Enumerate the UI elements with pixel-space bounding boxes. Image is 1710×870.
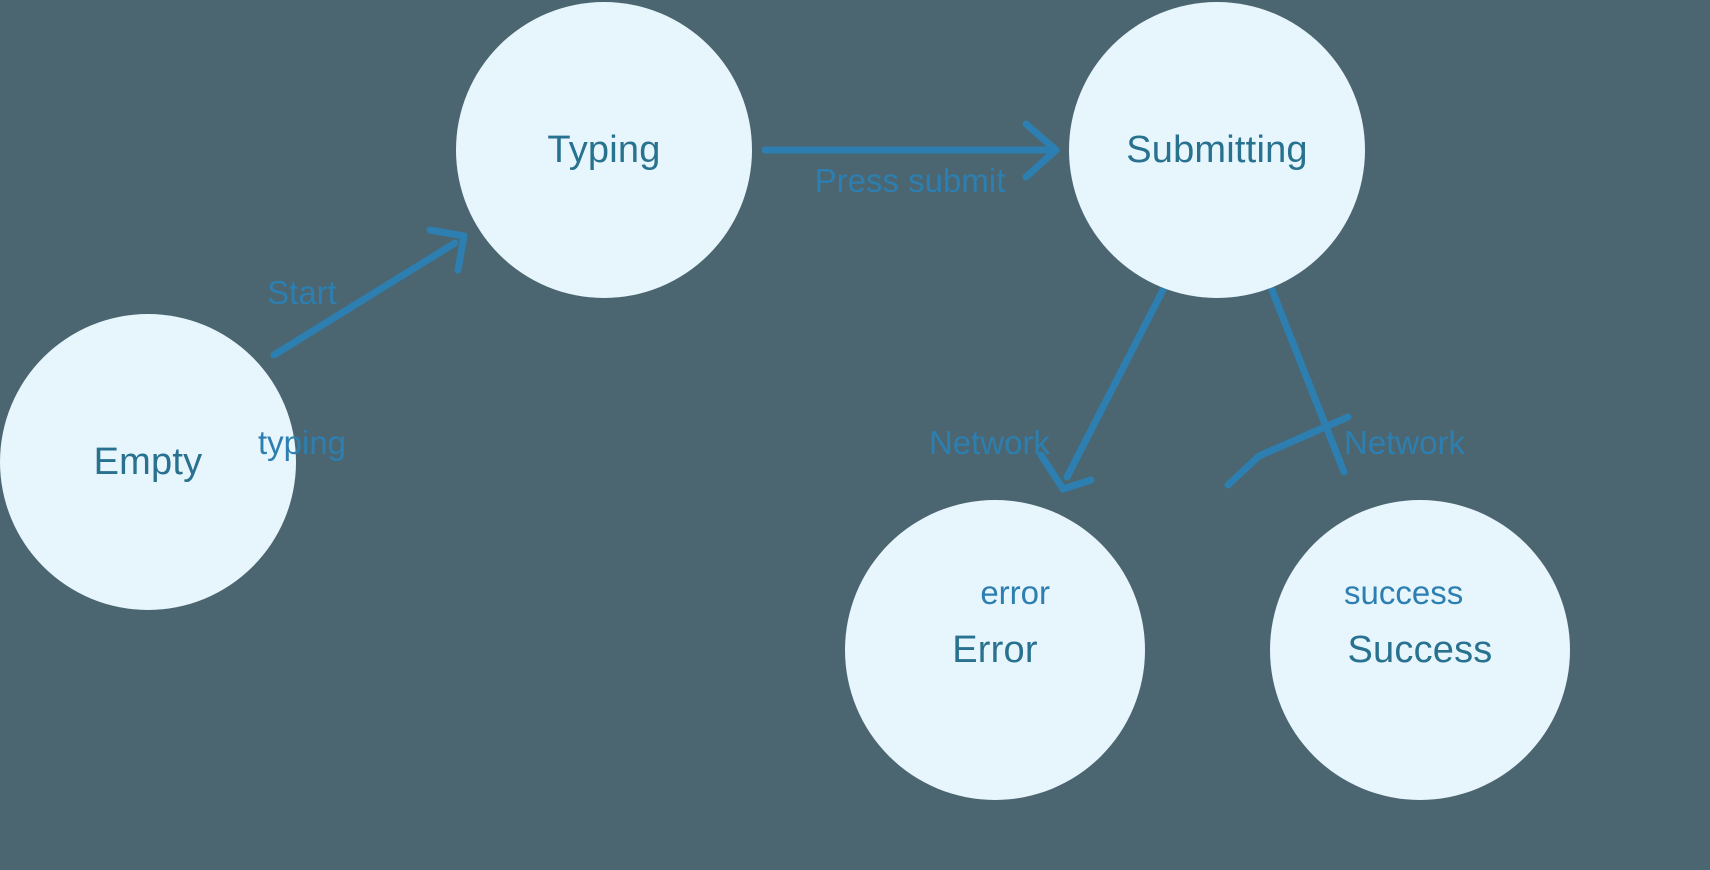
edge-label-empty-to-typing: Start typing [232,168,372,568]
state-node-submitting[interactable]: Submitting [1069,2,1365,298]
edge-line-submitting-to-error [1063,286,1167,481]
state-node-label-error: Error [952,628,1038,671]
state-node-success[interactable]: Success [1270,500,1570,800]
edge-label-line2-typing: typing [257,424,347,461]
edge-line-submitting-to-success [1268,286,1348,476]
state-node-typing[interactable]: Typing [456,2,752,298]
state-node-empty[interactable]: Empty [0,314,296,610]
arrowhead-typing-to-submitting [1022,120,1060,181]
state-node-label-empty: Empty [93,440,203,483]
edge-label-submitting-to-error: Network error [870,318,1050,718]
edge-label-line1-network: Network [928,424,1050,461]
edge-label-line1-press-submit: Press submit [814,162,1006,199]
state-node-label-submitting: Submitting [1126,128,1308,171]
edge-submitting-to-error [1037,286,1167,493]
edge-label-submitting-to-success: Network success [1344,318,1564,718]
state-node-label-typing: Typing [547,128,661,171]
arrowhead-submitting-to-success [1224,413,1352,489]
edge-label-line1-network: Network [1344,424,1466,461]
edge-label-typing-to-submitting: Press submit [790,56,1030,306]
edge-label-line2-error: error [980,574,1050,611]
edge-submitting-to-success [1224,286,1352,489]
arrowhead-empty-to-typing [426,226,468,274]
edge-label-line2-success: success [1344,574,1464,611]
state-node-label-success: Success [1347,628,1493,671]
edge-label-line1-start: Start [267,274,337,311]
state-node-error[interactable]: Error [845,500,1145,800]
